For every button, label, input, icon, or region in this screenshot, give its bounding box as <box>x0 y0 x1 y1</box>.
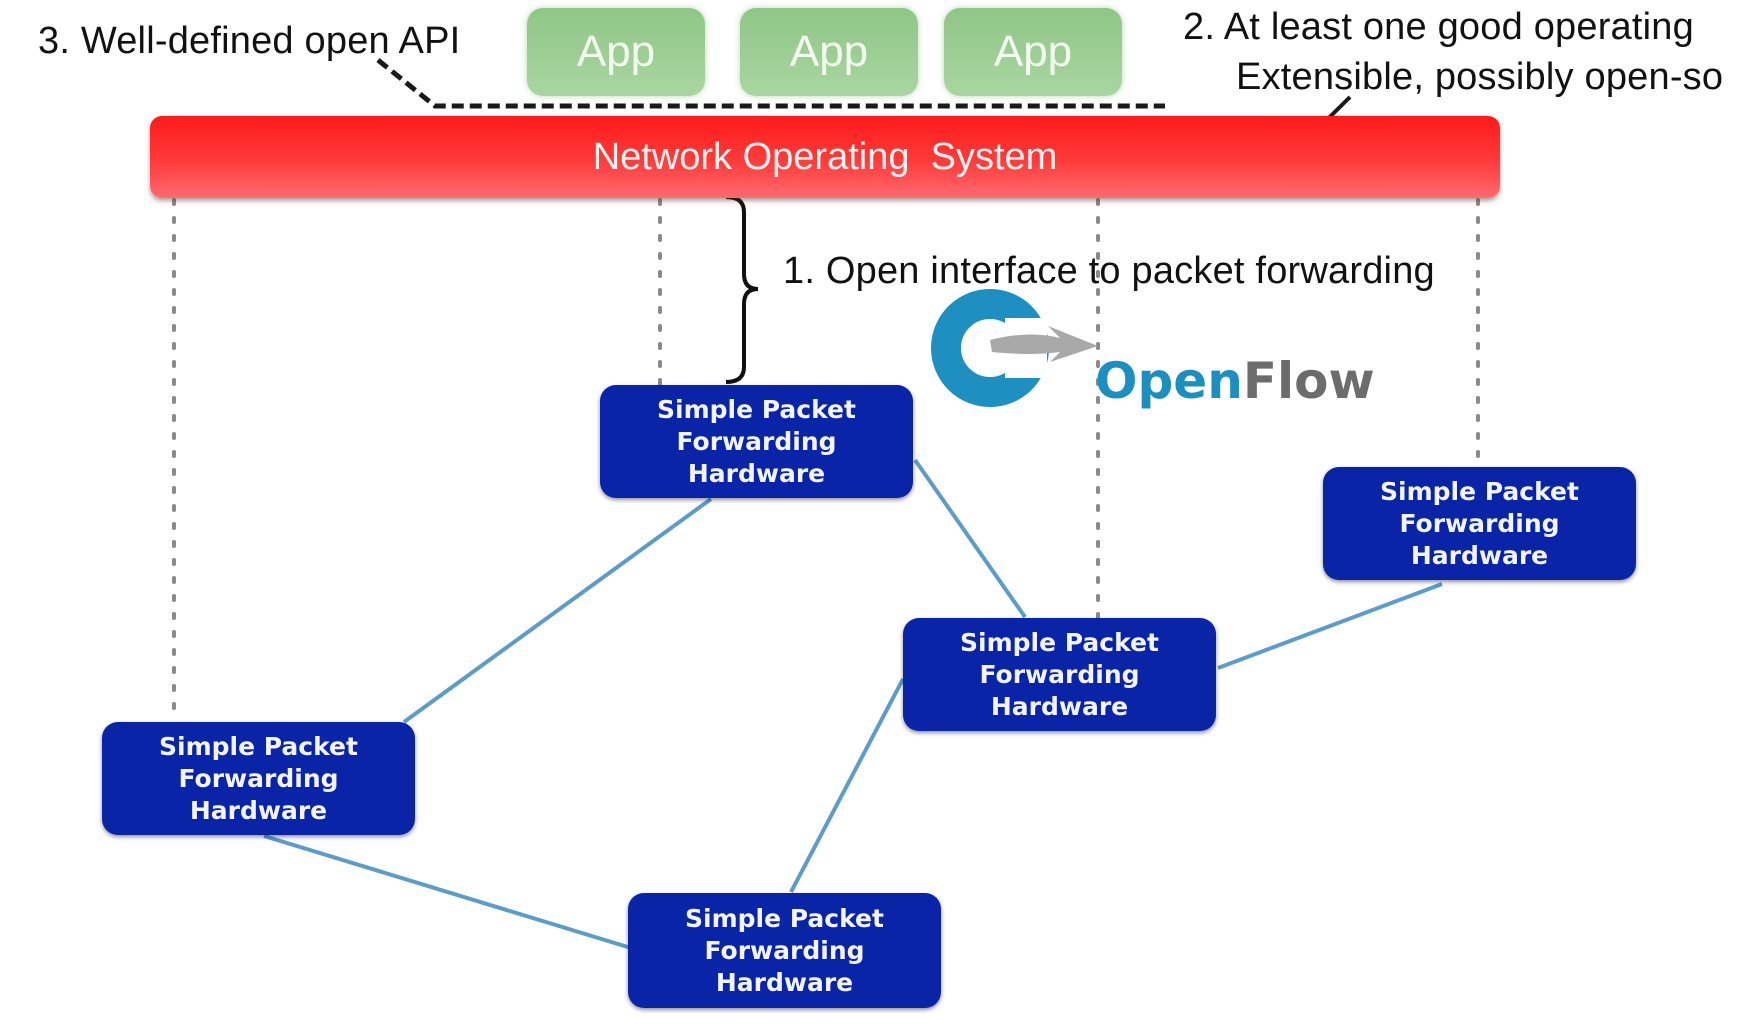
hw-line-3: Hardware <box>1410 540 1549 570</box>
link-top-left <box>402 497 713 724</box>
hw-line-2: Forwarding <box>979 659 1140 689</box>
link-top-middle <box>913 458 1027 619</box>
app-label: App <box>993 27 1073 76</box>
app-label: App <box>576 27 656 76</box>
app-box-1[interactable]: App <box>527 8 705 96</box>
openflow-word-open: Open <box>1095 352 1243 410</box>
hardware-node-middle[interactable]: Simple Packet Forwarding Hardware <box>903 618 1216 731</box>
hardware-node-right[interactable]: Simple Packet Forwarding Hardware <box>1323 467 1636 580</box>
app-box-3[interactable]: App <box>944 8 1122 96</box>
hardware-node-bottom[interactable]: Simple Packet Forwarding Hardware <box>628 893 941 1008</box>
link-left-bottom <box>263 834 632 950</box>
annotation-operating-system-line1: 2. At least one good operating <box>1183 6 1694 48</box>
hw-line-1: Simple Packet <box>657 394 856 424</box>
hw-line-3: Hardware <box>687 458 826 488</box>
network-operating-system-bar[interactable]: Network Operating System <box>150 116 1500 198</box>
hw-line-2: Forwarding <box>178 763 339 793</box>
api-dashed-pointer <box>376 58 1165 109</box>
nos-label: Network Operating System <box>592 135 1058 178</box>
hardware-node-left[interactable]: Simple Packet Forwarding Hardware <box>102 722 415 835</box>
hw-line-1: Simple Packet <box>960 627 1159 657</box>
hw-line-2: Forwarding <box>676 426 837 456</box>
annotation-operating-system-line2: Extensible, possibly open-so <box>1236 56 1724 98</box>
app-label: App <box>789 27 869 76</box>
openflow-logo-icon <box>931 289 1098 407</box>
curly-brace <box>725 195 759 384</box>
annotation-open-interface: 1. Open interface to packet forwarding <box>783 250 1435 292</box>
app-box-2[interactable]: App <box>740 8 918 96</box>
openflow-word-flow: Flow <box>1242 352 1375 410</box>
hw-line-1: Simple Packet <box>159 731 358 761</box>
hardware-node-top[interactable]: Simple Packet Forwarding Hardware <box>600 385 913 498</box>
hw-line-3: Hardware <box>715 967 854 997</box>
link-middle-bottom <box>789 678 905 893</box>
hw-line-1: Simple Packet <box>685 903 884 933</box>
openflow-wordmark: OpenFlow <box>1095 352 1375 410</box>
hw-line-1: Simple Packet <box>1380 476 1579 506</box>
hw-line-3: Hardware <box>990 691 1129 721</box>
hw-line-2: Forwarding <box>704 935 865 965</box>
annotation-open-api: 3. Well-defined open API <box>38 20 461 62</box>
hw-line-2: Forwarding <box>1399 508 1560 538</box>
hw-line-3: Hardware <box>189 795 328 825</box>
link-middle-right <box>1217 582 1443 670</box>
